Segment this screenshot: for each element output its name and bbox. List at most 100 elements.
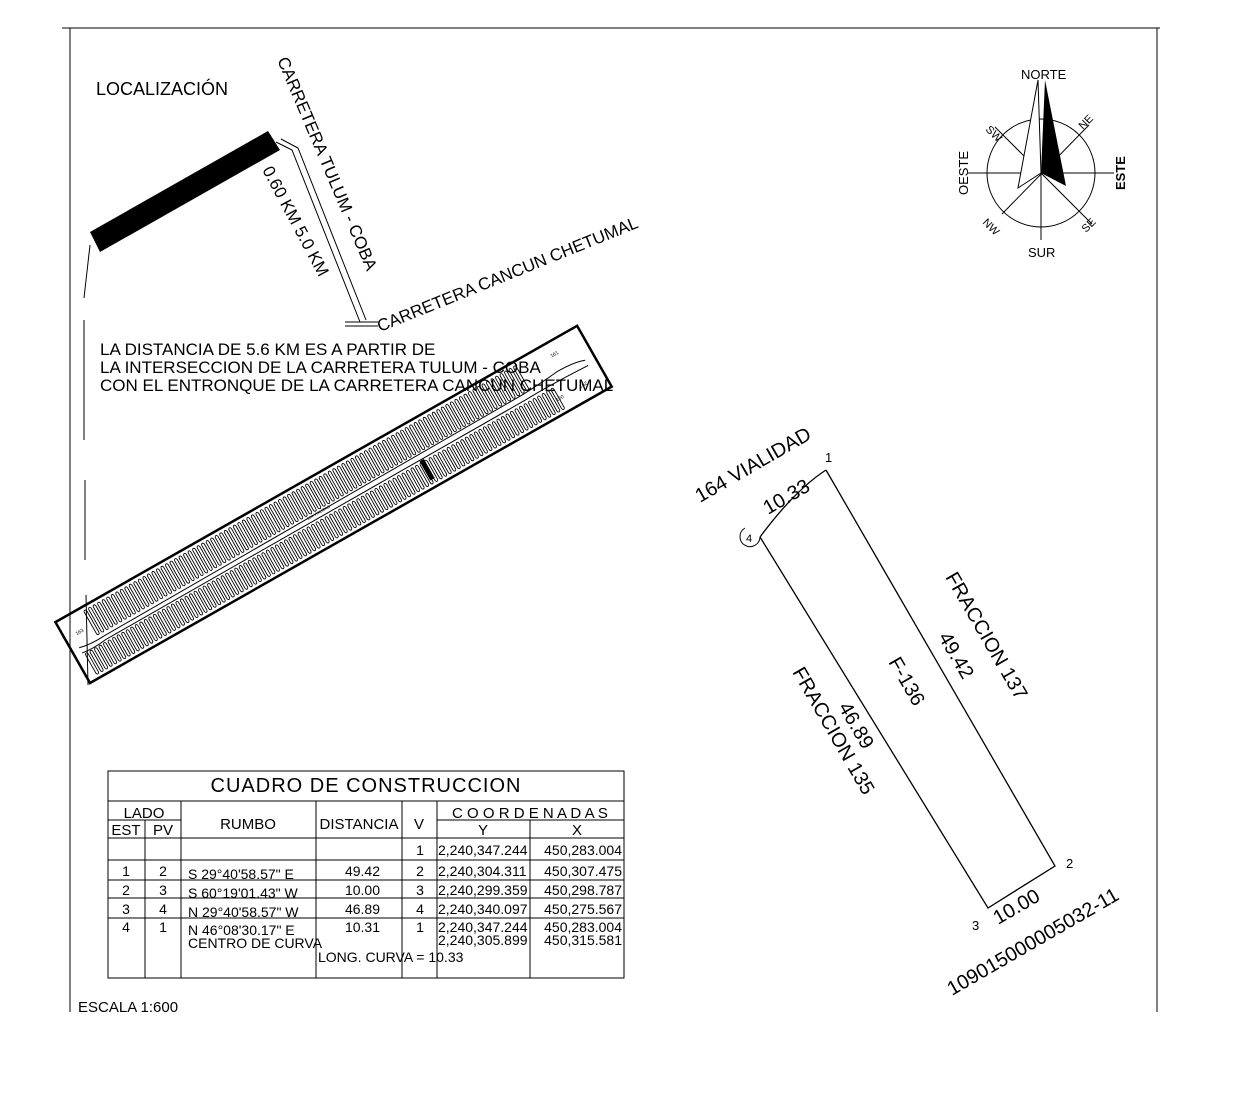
lot — [383, 482, 398, 505]
lot — [157, 611, 172, 634]
parcel-id: F-136 — [884, 654, 929, 710]
lot — [288, 536, 303, 559]
cell-x: 450,283.004 — [544, 919, 622, 935]
lot — [338, 508, 353, 531]
compass-ne: NE — [1077, 113, 1096, 132]
lot — [174, 558, 191, 584]
lot — [146, 573, 163, 600]
lot — [508, 368, 525, 394]
road-tulum-coba-label: CARRETERA TULUM - COBA — [273, 54, 381, 274]
lot — [187, 550, 204, 576]
lot — [495, 375, 512, 402]
lot — [320, 518, 335, 541]
lot — [486, 380, 503, 407]
lot — [336, 465, 353, 492]
lot — [283, 539, 298, 562]
lot — [365, 493, 380, 516]
cell-x: 450,275.567 — [544, 901, 622, 917]
lot — [350, 457, 367, 484]
lot — [519, 405, 534, 428]
lot — [332, 468, 349, 494]
header-v: V — [414, 816, 424, 833]
lot — [139, 621, 154, 644]
lot — [404, 427, 421, 453]
lot — [311, 523, 326, 547]
cell-v: 1 — [416, 919, 424, 935]
lot — [189, 593, 204, 616]
cell-est: 1 — [122, 863, 130, 879]
cell-v: 4 — [416, 901, 424, 917]
cell-dist: 10.00 — [345, 882, 380, 898]
lot — [124, 586, 141, 612]
lot — [112, 637, 127, 660]
lot — [216, 577, 231, 600]
lot — [473, 431, 488, 454]
lot — [142, 576, 159, 602]
lot — [329, 513, 344, 536]
compass-south: SUR — [1028, 245, 1055, 260]
lot — [269, 504, 285, 530]
svg-text:LA INTERSECCION DE LA CARRETER: LA INTERSECCION DE LA CARRETERA TULUM - … — [100, 358, 541, 377]
construction-table: CUADRO DE CONSTRUCCION LADO EST PV RUMBO… — [107, 770, 625, 979]
lot — [356, 498, 371, 521]
lot — [214, 535, 231, 561]
lot — [315, 521, 330, 544]
curve-center-label: CENTRO DE CURVA — [188, 935, 323, 951]
lot — [406, 470, 421, 493]
lot — [305, 483, 322, 510]
lot-160-label: 160 — [555, 394, 565, 403]
vertex-1: 1 — [825, 450, 832, 465]
lot — [85, 652, 100, 675]
lot — [169, 560, 186, 587]
lot — [265, 549, 280, 572]
lot — [342, 506, 357, 529]
compass-west: OESTE — [956, 151, 971, 195]
cell-v: 3 — [416, 882, 424, 898]
header-x: X — [572, 822, 582, 839]
lot — [252, 557, 267, 580]
lot — [464, 436, 479, 459]
lot — [373, 445, 389, 471]
lot — [323, 473, 340, 499]
lot — [228, 527, 245, 553]
lot — [300, 486, 317, 512]
lot — [397, 475, 411, 498]
compass-se: SE — [1080, 216, 1099, 235]
lot — [264, 506, 281, 533]
lot — [490, 378, 507, 404]
north-arrow-compass: NORTE SUR ESTE OESTE NE SW NW SE — [956, 67, 1128, 260]
lot — [487, 423, 502, 446]
lot — [246, 517, 263, 543]
east-side-length: 49.42 — [934, 629, 978, 683]
cell-rumbo: S 29°40'58.57" E — [188, 866, 294, 882]
lot — [482, 426, 497, 449]
lot — [415, 464, 430, 487]
lot — [297, 531, 312, 554]
drawing-frame — [62, 27, 1160, 1012]
road-cancun-chetumal-label: CARRETERA CANCUN CHETUMAL — [374, 213, 640, 335]
lot — [128, 583, 145, 610]
lot — [137, 578, 154, 605]
lot — [460, 439, 475, 462]
header-distancia: DISTANCIA — [320, 816, 399, 833]
cell-est: 3 — [122, 901, 130, 917]
header-pv: PV — [153, 822, 173, 839]
lot — [428, 457, 443, 480]
cell-est: 4 — [122, 919, 130, 935]
lot — [133, 581, 150, 607]
lot — [505, 413, 520, 436]
lot — [537, 395, 552, 418]
lot — [433, 454, 448, 477]
lot — [166, 606, 181, 629]
lot — [446, 446, 461, 469]
lot — [198, 588, 213, 611]
cell-pv: 4 — [159, 901, 167, 917]
lot — [110, 594, 127, 620]
south-side-length: 10.00 — [990, 885, 1044, 929]
parcel-f136: 1 2 3 4 164 VIALIDAD 10.33 FRACCION 137 … — [692, 423, 1123, 1000]
lot — [451, 444, 466, 467]
